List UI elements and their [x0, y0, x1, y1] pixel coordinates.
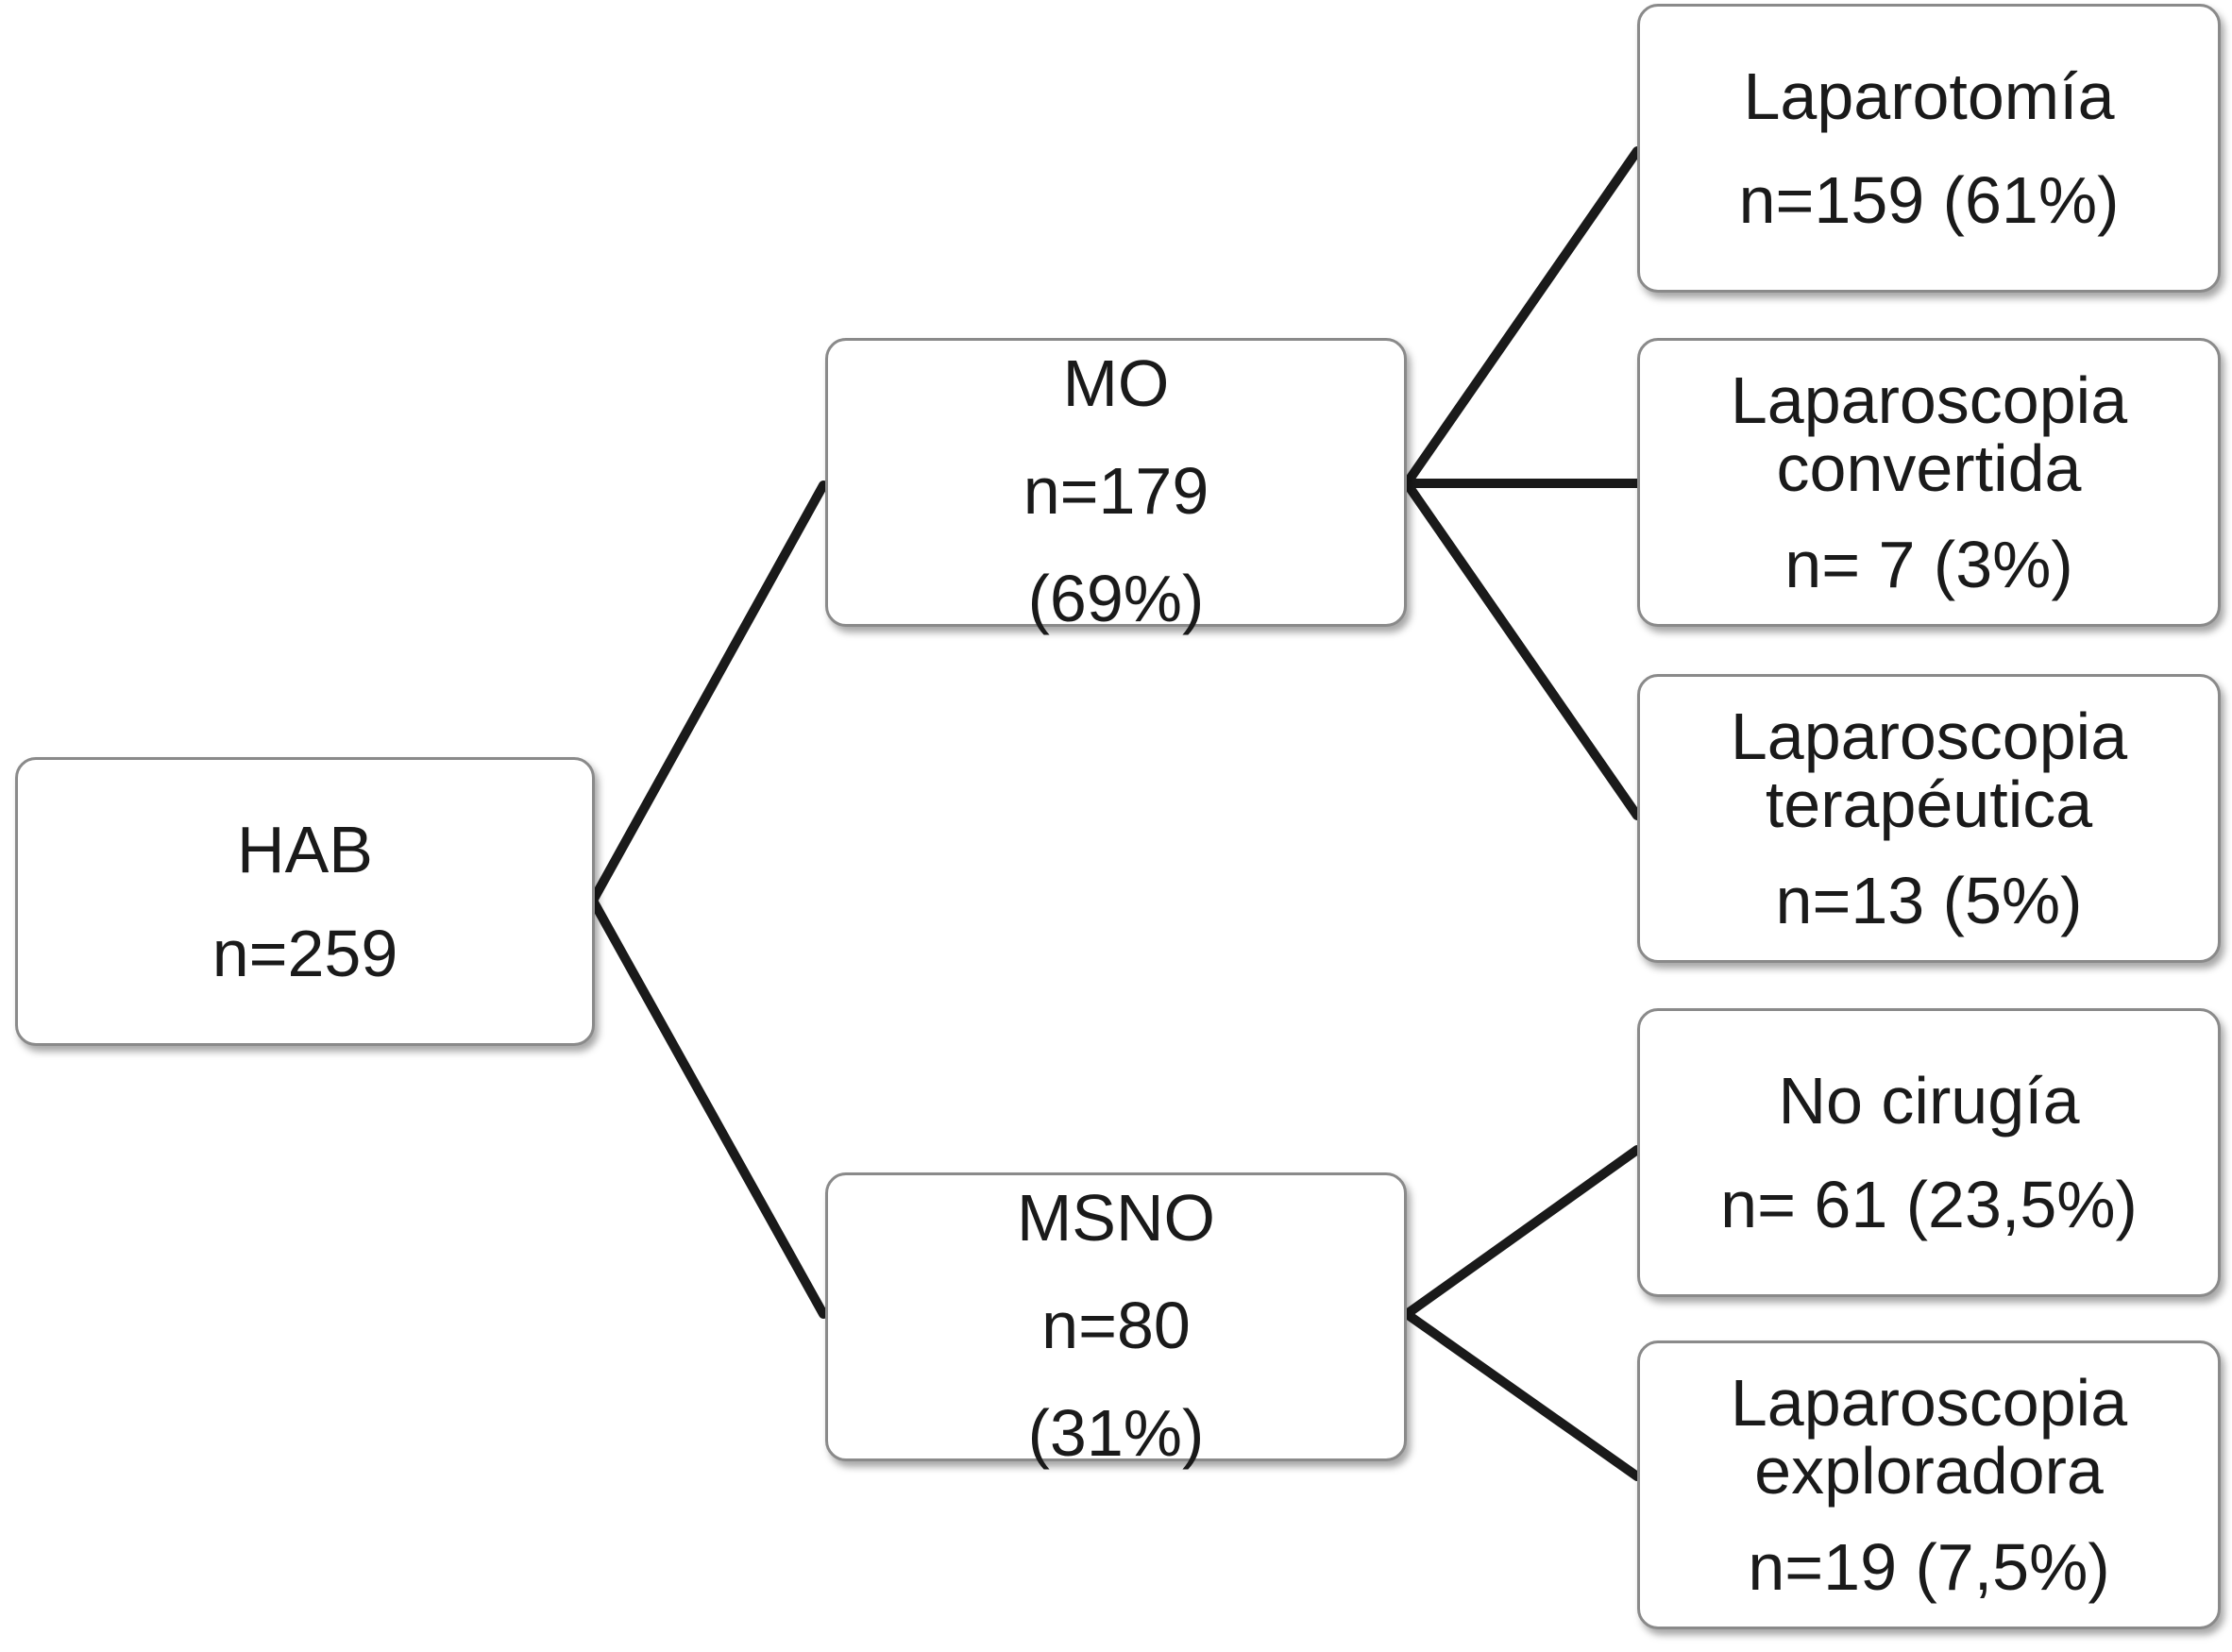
- node-laparotomia-label: Laparotomía: [1743, 59, 2115, 133]
- node-laparoscopia-exploradora: Laparoscopia exploradora n=19 (7,5%): [1637, 1340, 2221, 1629]
- edge-hab-mo: [588, 480, 828, 905]
- node-laparoscopia-exploradora-count: n=19 (7,5%): [1748, 1530, 2110, 1604]
- node-mo-percent: (69%): [1027, 562, 1205, 635]
- edge-hab-msno: [588, 896, 828, 1319]
- node-laparoscopia-terapeutica-label-1: Laparoscopia: [1730, 700, 2128, 773]
- edge-msno-exploradora: [1402, 1309, 1642, 1481]
- node-msno: MSNO n=80 (31%): [825, 1172, 1407, 1466]
- node-no-cirugia-count: n= 61 (23,5%): [1720, 1168, 2138, 1241]
- node-mo: MO n=179 (69%): [825, 338, 1407, 632]
- node-laparoscopia-convertida: Laparoscopia convertida n= 7 (3%): [1637, 338, 2221, 627]
- node-msno-percent: (31%): [1027, 1396, 1205, 1470]
- node-no-cirugia-label: No cirugía: [1778, 1064, 2080, 1138]
- node-msno-label: MSNO: [1017, 1181, 1215, 1255]
- node-mo-count: n=179: [1023, 454, 1209, 528]
- edge-msno-no-cirugia: [1402, 1145, 1642, 1319]
- node-mo-label: MO: [1062, 346, 1170, 420]
- node-hab-label: HAB: [237, 813, 373, 886]
- node-hab-count: n=259: [211, 917, 398, 990]
- edge-mo-laparotomia: [1402, 146, 1642, 488]
- node-msno-count: n=80: [1041, 1289, 1191, 1362]
- node-laparoscopia-terapeutica-label-2: terapéutica: [1765, 767, 2093, 841]
- node-hab: HAB n=259: [15, 757, 595, 1046]
- node-laparoscopia-convertida-count: n= 7 (3%): [1784, 528, 2073, 601]
- node-laparoscopia-exploradora-label-1: Laparoscopia: [1730, 1366, 2128, 1440]
- edge-mo-terapeutica: [1402, 479, 1642, 820]
- node-no-cirugia: No cirugía n= 61 (23,5%): [1637, 1008, 2221, 1297]
- node-laparoscopia-convertida-label-2: convertida: [1776, 431, 2082, 505]
- node-laparotomia: Laparotomía n=159 (61%): [1637, 4, 2221, 293]
- node-laparoscopia-convertida-label-1: Laparoscopia: [1730, 363, 2128, 437]
- node-laparoscopia-terapeutica-count: n=13 (5%): [1775, 864, 2083, 937]
- node-laparoscopia-terapeutica: Laparoscopia terapéutica n=13 (5%): [1637, 674, 2221, 963]
- node-laparoscopia-exploradora-label-2: exploradora: [1754, 1434, 2104, 1508]
- node-laparotomia-count: n=159 (61%): [1738, 163, 2120, 237]
